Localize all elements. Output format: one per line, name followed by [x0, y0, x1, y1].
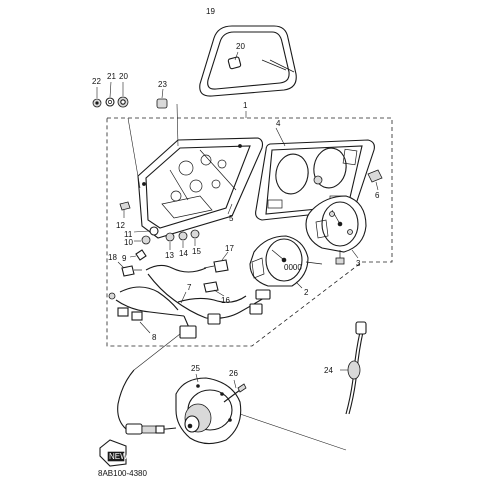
- new-badge-label: NEW: [109, 452, 128, 461]
- callout-8: 8: [152, 333, 157, 342]
- speedometer-gear-part-25: [175, 373, 242, 445]
- assembly-outline: [106, 111, 393, 347]
- socket-part-14: [178, 231, 188, 248]
- speedometer-part-2: 0000: [249, 235, 323, 289]
- callout-3: 3: [356, 259, 361, 268]
- socket-part-15: [190, 229, 200, 246]
- diagram-code: 8AB100-4380: [98, 469, 147, 478]
- bulb-part-18: [117, 261, 142, 277]
- callout-15: 15: [192, 247, 201, 256]
- screw-part-12: [119, 201, 131, 218]
- washer-part-21: [105, 81, 115, 107]
- wire-harness-part-7: [108, 264, 271, 339]
- leader-line: [239, 413, 347, 451]
- callout-9: 9: [122, 254, 127, 263]
- callout-10: 10: [124, 238, 133, 247]
- meter-cover-part-19: [199, 25, 297, 97]
- socket-part-13: [165, 232, 175, 250]
- callout-20: 20: [236, 42, 245, 51]
- callout-2: 2: [304, 288, 309, 297]
- screw-part-22: [92, 87, 102, 108]
- callout-14: 14: [179, 249, 188, 258]
- new-badge: NEW: [99, 439, 128, 467]
- rubber-part-20: [227, 51, 242, 70]
- speedometer-cable-part-24: [340, 321, 367, 415]
- grommet-part-20b: [117, 82, 129, 108]
- bulb-part-16: [203, 281, 225, 297]
- callout-21: 21: [107, 72, 116, 81]
- bulb-part-17: [203, 251, 229, 273]
- bushing-part-23: [156, 88, 168, 109]
- meter-case-part-5: [127, 103, 264, 239]
- screw-part-6: [367, 169, 383, 191]
- callout-16: 16: [221, 296, 230, 305]
- callout-17: 17: [225, 244, 234, 253]
- callout-13: 13: [165, 251, 174, 260]
- callout-1: 1: [243, 101, 248, 110]
- knob-part: [313, 175, 323, 185]
- bulb-part-11: [133, 226, 159, 236]
- callout-20b: 20: [119, 72, 128, 81]
- callout-19: 19: [206, 7, 215, 16]
- bolt-part-26: [223, 379, 247, 403]
- callout-18: 18: [108, 253, 117, 262]
- bulb-part-9: [129, 249, 147, 261]
- callout-24: 24: [324, 366, 333, 375]
- callout-25: 25: [191, 364, 200, 373]
- gear-cable: [117, 369, 177, 435]
- tachometer-part-3: [305, 195, 367, 265]
- callout-26: 26: [229, 369, 238, 378]
- callout-6: 6: [375, 191, 380, 200]
- socket-part-10: [134, 235, 151, 245]
- callout-5: 5: [229, 214, 234, 223]
- callout-12: 12: [116, 221, 125, 230]
- callout-7: 7: [187, 283, 192, 292]
- svg-text:0000: 0000: [284, 263, 302, 272]
- callout-11: 11: [124, 230, 133, 239]
- callout-23: 23: [158, 80, 167, 89]
- callout-22: 22: [92, 77, 101, 86]
- leader-line: [133, 333, 181, 371]
- callout-4: 4: [276, 119, 281, 128]
